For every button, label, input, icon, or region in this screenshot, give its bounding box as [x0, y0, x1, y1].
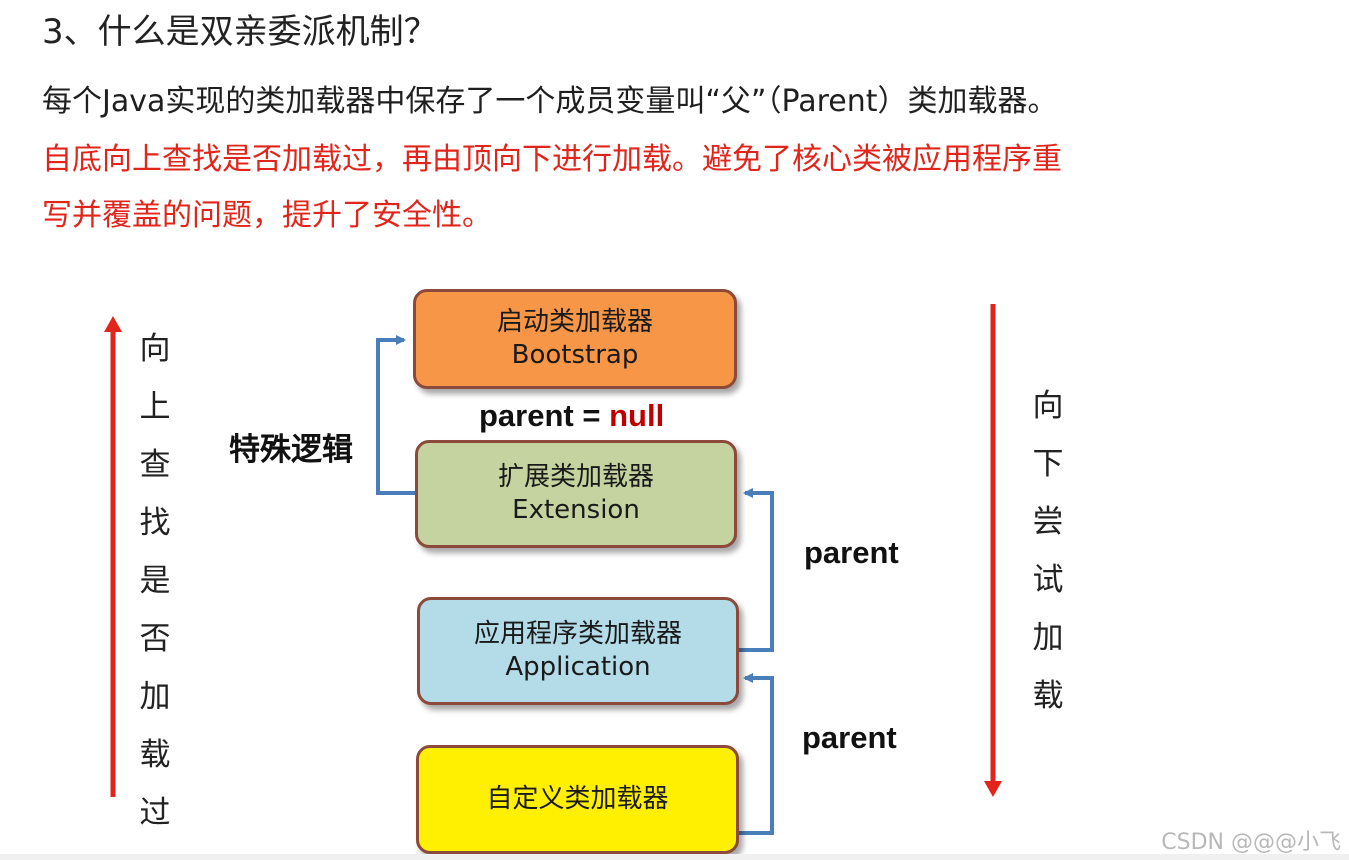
left-vertical-char: 查: [139, 447, 171, 483]
left-vertical-char: 向: [139, 331, 171, 367]
left-vertical-char: 找: [139, 505, 171, 541]
parent-null-key: parent: [479, 398, 574, 433]
extension-loader-name: 扩展类加载器: [497, 462, 654, 492]
right-vertical-char: 尝: [1032, 504, 1064, 540]
parent-null-value: null: [609, 398, 665, 433]
left-vertical-char: 上: [139, 389, 171, 425]
extension-loader-english: Extension: [512, 495, 640, 525]
special-logic-connector: [376, 335, 415, 495]
page-title: 3、什么是双亲委派机制？: [42, 12, 438, 52]
left-vertical-char: 过: [139, 795, 171, 831]
right-vertical-char: 加: [1032, 620, 1064, 656]
left-vertical-char: 加: [139, 679, 171, 715]
custom-to-app-connector: [735, 673, 774, 835]
parent-label-ext: parent: [804, 535, 899, 570]
custom-loader-name: 自定义类加载器: [486, 784, 669, 814]
parent-label-app: parent: [802, 720, 897, 755]
left-vertical-text: 向 上 查 找 是 否 加 载 过: [135, 320, 175, 842]
right-vertical-char: 载: [1032, 678, 1064, 714]
extension-loader-box: 扩展类加载器 Extension: [415, 440, 737, 548]
left-vertical-char: 是: [139, 563, 171, 599]
right-vertical-text: 向 下 尝 试 加 载: [1028, 377, 1068, 725]
app-to-ext-connector: [735, 488, 774, 652]
left-vertical-char: 载: [139, 737, 171, 773]
right-vertical-char: 下: [1032, 446, 1064, 482]
parent-null-eq: =: [582, 398, 601, 433]
right-vertical-char: 试: [1032, 562, 1064, 598]
bootstrap-loader-name: 启动类加载器: [496, 307, 653, 337]
watermark: CSDN @@@小飞: [1161, 830, 1341, 855]
paragraph-line-2: 自底向上查找是否加载过，再由顶向下进行加载。避免了核心类被应用程序重: [42, 142, 1062, 177]
paragraph-line-1: 每个Java实现的类加载器中保存了一个成员变量叫“父”（Parent）类加载器。: [42, 84, 1058, 119]
custom-loader-box: 自定义类加载器: [416, 745, 739, 854]
bottom-strip: [0, 854, 1349, 860]
bootstrap-loader-box: 启动类加载器 Bootstrap: [413, 289, 737, 389]
application-loader-name: 应用程序类加载器: [473, 619, 682, 649]
paragraph-line-3: 写并覆盖的问题，提升了安全性。: [42, 198, 492, 233]
special-logic-label: 特殊逻辑: [229, 432, 353, 467]
application-loader-box: 应用程序类加载器 Application: [417, 597, 739, 705]
bootstrap-loader-english: Bootstrap: [511, 340, 639, 370]
application-loader-english: Application: [505, 652, 651, 682]
right-vertical-char: 向: [1032, 388, 1064, 424]
parent-null-label: parent = null: [479, 398, 664, 434]
left-vertical-char: 否: [139, 621, 171, 657]
